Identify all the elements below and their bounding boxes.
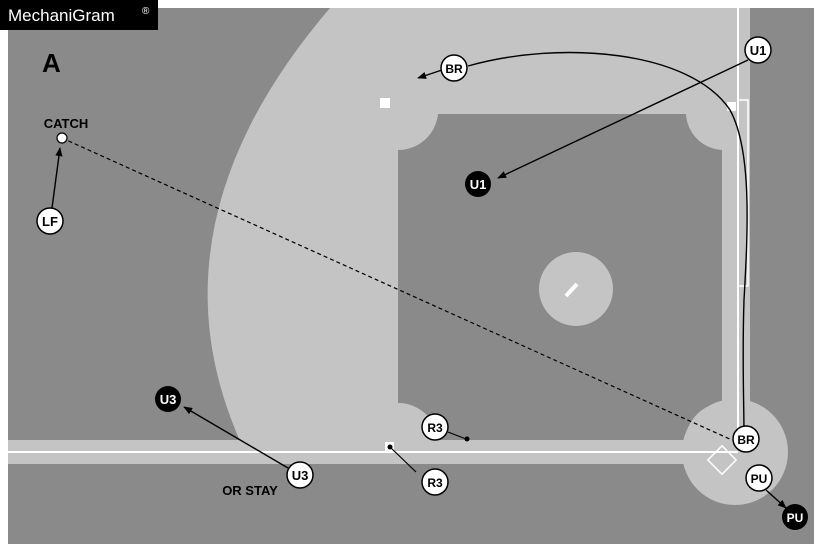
first-base-line-strip (722, 8, 750, 458)
marker-lf: LF (36, 207, 64, 235)
batter-runner-arrow (417, 69, 443, 79)
svg-text:BR: BR (737, 433, 755, 447)
svg-text:R3: R3 (427, 421, 443, 435)
u3-move-arrow (183, 406, 289, 469)
fly-ball-path (61, 137, 733, 441)
svg-text:PU: PU (787, 511, 804, 525)
svg-text:U3: U3 (292, 468, 309, 483)
svg-text:U1: U1 (470, 177, 487, 192)
panel-letter: A (42, 48, 61, 78)
marker-r3-end: R3 (421, 468, 449, 496)
svg-text:U3: U3 (160, 392, 177, 407)
r3-advance-line (447, 431, 467, 440)
or-stay-label: OR STAY (222, 483, 278, 498)
svg-text:R3: R3 (427, 476, 443, 490)
marker-u1-start: U1 (744, 36, 772, 64)
r3-position-dot (464, 436, 470, 442)
pitchers-mound (539, 252, 613, 326)
u1-move-arrow (497, 59, 749, 179)
brand-label: MechaniGram ® (0, 0, 158, 30)
marker-br-start: BR (440, 54, 468, 82)
marker-u3-start: U3 (286, 461, 314, 489)
marker-br-end: BR (732, 425, 760, 453)
runners-lane (737, 99, 749, 287)
marker-pu-start: PU (745, 464, 773, 492)
r3-tag-line (389, 446, 417, 473)
r3-base-dot (387, 444, 393, 450)
batter-runner-path (467, 51, 748, 437)
svg-text:LF: LF (42, 214, 58, 229)
marker-u3-end: U3 (155, 386, 181, 412)
svg-text:BR: BR (445, 62, 463, 76)
batters-boxes (706, 444, 738, 476)
brand-registered-mark: ® (142, 6, 150, 17)
catch-point (56, 132, 68, 144)
marker-pu-end: PU (782, 504, 808, 530)
pitchers-rubber (564, 282, 579, 298)
lf-move-arrow (51, 147, 63, 209)
svg-text:PU: PU (751, 472, 768, 486)
pu-move-arrow (765, 489, 787, 509)
catch-label: CATCH (44, 116, 89, 131)
marker-r3-start: R3 (421, 413, 449, 441)
marker-u1-end: U1 (465, 171, 491, 197)
brand-name: MechaniGram (8, 6, 115, 25)
first-base (727, 102, 736, 111)
svg-text:U1: U1 (750, 43, 767, 58)
second-base (380, 98, 390, 108)
